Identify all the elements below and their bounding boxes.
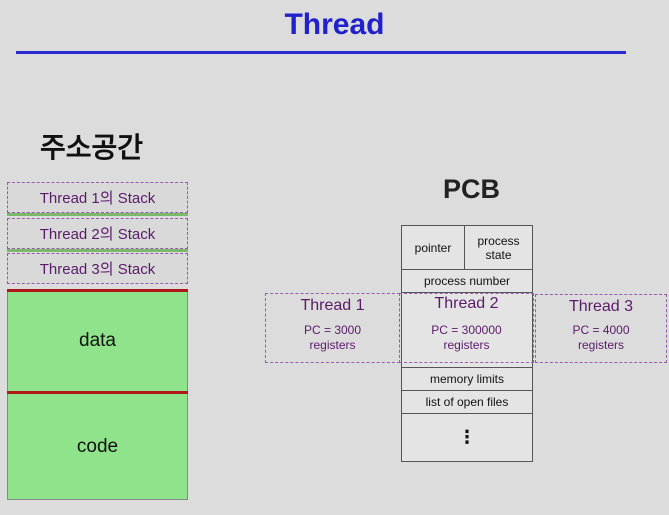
code-segment-top-border xyxy=(7,391,188,394)
thread-2-pc: PC = 300000 xyxy=(431,323,502,337)
thread-3-stack-label: Thread 3의 Stack xyxy=(39,261,156,278)
stack-divider xyxy=(7,213,188,216)
pcb-process-state: process state xyxy=(464,225,533,270)
thread-2-box: Thread 2 PC = 300000 registers xyxy=(399,293,534,363)
thread-2-stack-label: Thread 2의 Stack xyxy=(39,226,156,243)
pcb-pointer: pointer xyxy=(401,225,465,270)
thread-3-stack: Thread 3의 Stack xyxy=(7,253,188,284)
thread-1-registers: registers xyxy=(309,338,356,352)
pcb-process-state-label: process state xyxy=(477,233,520,262)
title-underline xyxy=(16,51,626,54)
pcb-open-files-label: list of open files xyxy=(425,395,509,409)
data-segment: data xyxy=(7,289,188,393)
pcb-memory-limits-label: memory limits xyxy=(430,372,504,386)
pcb-memory-limits: memory limits xyxy=(401,367,533,391)
thread-2-registers: registers xyxy=(443,338,490,352)
stack-divider xyxy=(7,249,188,252)
data-segment-top-border xyxy=(7,289,188,292)
thread-1-pc: PC = 3000 xyxy=(303,323,362,337)
pcb-process-number-label: process number xyxy=(423,274,511,288)
ellipsis-icon: ⋮ xyxy=(458,427,476,447)
pcb-open-files: list of open files xyxy=(401,390,533,414)
page-title: Thread xyxy=(284,8,385,41)
address-space-heading: 주소공간 xyxy=(40,131,144,164)
thread-3-pc: PC = 4000 xyxy=(572,323,630,337)
thread-1-box: Thread 1 PC = 3000 registers xyxy=(265,293,400,363)
thread-3-name: Thread 3 xyxy=(568,298,634,315)
pcb-heading: PCB xyxy=(443,174,501,204)
pcb-process-number: process number xyxy=(401,269,533,293)
pcb-pointer-label: pointer xyxy=(414,240,452,255)
thread-2-stack: Thread 2의 Stack xyxy=(7,218,188,249)
thread-3-registers: registers xyxy=(577,338,624,352)
code-segment: code xyxy=(7,394,188,500)
thread-2-name: Thread 2 xyxy=(434,295,499,312)
thread-1-stack: Thread 1의 Stack xyxy=(7,182,188,213)
thread-1-name: Thread 1 xyxy=(300,297,365,314)
thread-1-stack-label: Thread 1의 Stack xyxy=(39,190,156,207)
data-segment-label: data xyxy=(79,330,116,351)
thread-3-box: Thread 3 PC = 4000 registers xyxy=(535,294,667,363)
code-segment-label: code xyxy=(76,435,119,457)
pcb-more: ⋮ xyxy=(401,413,533,462)
pcb-thread-area xyxy=(401,292,533,368)
